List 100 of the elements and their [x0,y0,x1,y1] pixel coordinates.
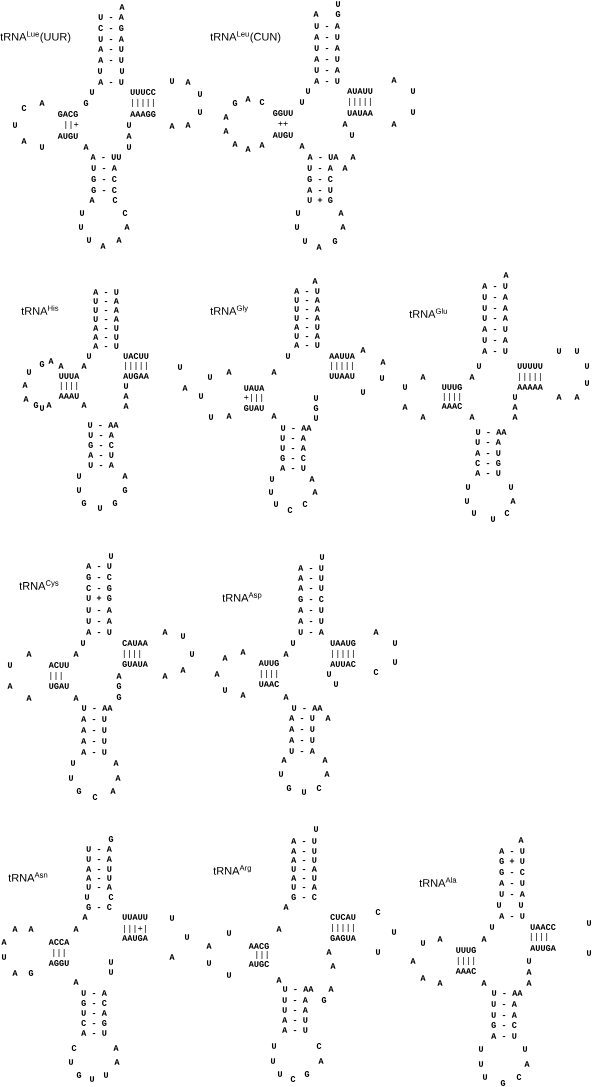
base-sequence: U - A [314,23,340,29]
base-sequence: UUUA [59,373,80,379]
base-sequence: A - U [291,848,317,854]
pairing-marks: |||| [260,670,278,678]
nucleotide: U [271,1043,277,1049]
base-sequence: A - U [86,866,112,872]
nucleotide: A [226,369,232,375]
nucleotide: G [108,836,114,842]
base-sequence: UAACC [530,924,556,930]
base-sequence: U - A [307,165,333,171]
nucleotide: A [322,757,328,763]
nucleotide: U [574,348,580,354]
base-sequence: G - C [86,574,112,580]
base-sequence: U - A [491,1001,517,1007]
nucleotide: A [420,374,426,380]
nucleotide: U [410,88,416,94]
base-sequence: AUGU [57,133,78,139]
nucleotide: A [162,673,168,679]
nucleotide: U [512,394,518,400]
trna-title: tRNA$^{Cys}$ [19,580,59,590]
base-sequence: U - A [93,298,119,304]
nucleotide: A [26,695,32,701]
nucleotide: A [469,414,475,420]
nucleotide: A [503,272,509,278]
base-sequence: A - U [98,57,124,63]
base-sequence: U - A [86,618,112,624]
base-sequence: AAAC [455,968,477,974]
nucleotide: U [410,109,416,115]
base-sequence: ACCA [48,939,70,945]
pairing-marks: |||| [443,393,461,401]
base-sequence: UAAUG [330,640,356,646]
nucleotide: A [214,671,220,677]
nucleotide: C [122,210,128,216]
base-sequence: U + G [86,595,112,601]
base-sequence: C - G [86,585,112,591]
nucleotide: A [309,476,315,482]
base-sequence: C - G [475,460,501,466]
nucleotide: U [278,771,284,777]
pairing-marks: ||||| [125,362,147,370]
nucleotide: A [223,128,229,134]
nucleotide: U [285,353,291,359]
nucleotide: U [108,959,114,965]
base-sequence: UUUG [456,947,476,953]
nucleotide: C [290,1076,296,1082]
base-sequence: AAAAA [517,384,543,390]
pairing-marks: ||| [53,949,65,957]
trna-title: tRNA$^{Leu}$(CUN) [210,31,281,43]
nucleotide: A [169,123,175,129]
pairing-marks: ||||| [349,98,371,106]
base-sequence: A - U [88,452,114,458]
base-sequence: AGGU [48,960,69,966]
pairing-marks: |||| [457,957,475,965]
nucleotide: A [574,394,580,400]
nucleotide: A [271,413,277,419]
base-sequence: G - C [88,442,114,448]
base-sequence: A - U [298,565,324,571]
nucleotide: A [119,4,125,10]
base-sequence: CUCAU [330,914,356,920]
base-sequence: AUGU [272,132,293,138]
base-sequence: U - A [91,165,117,171]
nucleotide: U [526,958,532,964]
base-sequence: C - G [98,25,124,31]
base-sequence: U - A [482,305,508,311]
nucleotide: U [295,210,301,216]
nucleotide: G [304,1071,310,1077]
base-sequence: G - C [491,1022,517,1028]
nucleotide: A [1,939,7,945]
nucleotide: U [313,395,319,401]
nucleotide: A [223,114,229,120]
nucleotide: U [80,640,86,646]
base-sequence: G - C [291,894,317,900]
nucleotide: U [207,374,213,380]
base-sequence: A - U [98,79,124,85]
base-sequence: U - AA [281,425,312,431]
nucleotide: U [302,238,308,244]
nucleotide: U [68,1059,74,1065]
nucleotide: U [349,132,355,138]
nucleotide: U [208,414,214,420]
nucleotide: A [114,1059,120,1065]
nucleotide: A [276,926,282,932]
base-sequence: G - C [280,455,306,461]
pairing-marks: ||| [256,951,268,959]
base-sequence: AAAC [441,403,463,409]
nucleotide: U [273,501,279,507]
base-sequence: A - UA [307,154,339,160]
nucleotide: C [516,1074,522,1080]
nucleotide: U [326,671,332,677]
base-sequence: AAAU [58,393,79,399]
base-sequence: GUAUA [122,661,148,667]
nucleotide: A [81,402,87,408]
pairing-marks: ||||| [332,650,354,658]
nucleotide: U [222,687,228,693]
nucleotide: U [269,476,275,482]
nucleotide: A [21,138,27,144]
nucleotide: A [481,980,487,986]
nucleotide: U [226,972,232,978]
base-sequence: U - A [93,316,119,322]
nucleotide: A [342,165,348,171]
nucleotide: A [73,926,79,932]
base-sequence: G - C [91,187,117,193]
